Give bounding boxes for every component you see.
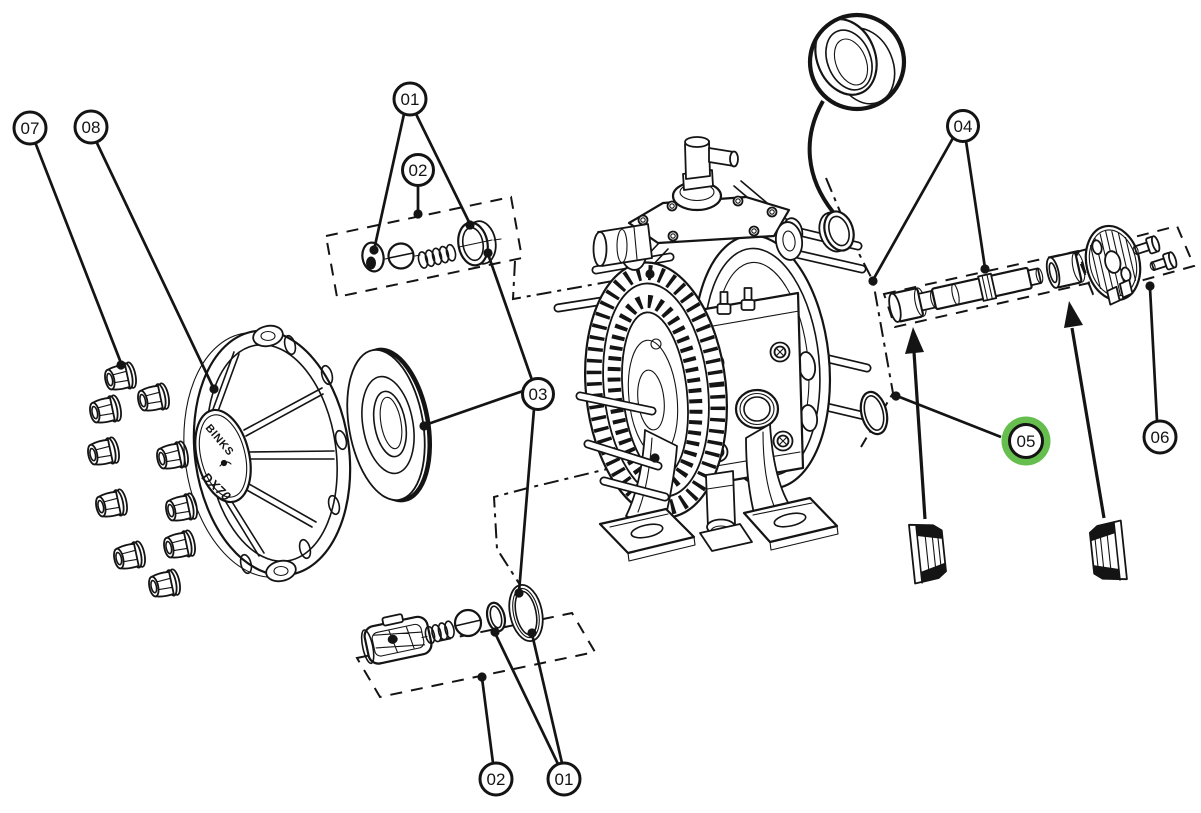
pump-body (553, 136, 874, 562)
upper-check-valve-parts (361, 220, 502, 273)
air-valve-plate (1084, 224, 1142, 306)
callout-02-bottom[interactable]: 02 (478, 761, 514, 797)
callout-02-top[interactable]: 02 (401, 153, 435, 187)
outlet-fitting (592, 223, 653, 267)
svg-text:01: 01 (401, 90, 420, 109)
fluid-cover: BINKS DX70 (183, 324, 352, 583)
centerline-lower-valve (492, 458, 650, 589)
flange-nut (110, 539, 148, 574)
plate-screw (1149, 251, 1178, 272)
svg-text:06: 06 (1151, 428, 1170, 447)
svg-text:05: 05 (1017, 432, 1036, 451)
callout-01-top[interactable]: 01 (392, 81, 428, 117)
valve-seat (457, 220, 502, 267)
leader-01-bottom-b (530, 633, 564, 764)
leader-01-bottom-a (493, 632, 560, 765)
callouts: 07 08 01 02 03 04 05 06 02 01 (12, 81, 1178, 797)
cover-spokes (211, 351, 335, 557)
rear-foot (699, 523, 753, 552)
leader-dots (116, 209, 1155, 682)
pump-feet (598, 423, 839, 562)
bushing-left (908, 523, 947, 585)
seal-detail-view (807, 12, 907, 214)
callout-03[interactable]: 03 (521, 377, 555, 411)
leader-02-bottom (480, 677, 495, 764)
leader-lines (33, 113, 1159, 765)
large-o-ring (508, 584, 544, 642)
air-valve-plate-assembly (1084, 224, 1178, 306)
callout-04[interactable]: 04 (946, 109, 980, 143)
cover-bolt-holes (239, 334, 348, 575)
small-o-ring (485, 601, 507, 633)
diaphragm (346, 347, 433, 503)
svg-text:02: 02 (409, 161, 428, 180)
dashed-box-air-plate (1074, 224, 1196, 296)
flange-nut (134, 381, 172, 416)
flange-nut (84, 435, 122, 470)
dashed-box-shaft (882, 249, 1091, 329)
callout-06[interactable]: 06 (1142, 419, 1178, 455)
cover-top-ear (252, 324, 284, 348)
flange-nut (92, 487, 130, 522)
leader-01-top-a (372, 113, 406, 251)
centerline-upper-valve (511, 260, 647, 301)
air-inlet-fitting (682, 136, 739, 191)
o-ring (859, 390, 889, 436)
valve-spring (417, 243, 457, 269)
flange-nut (86, 393, 124, 428)
leader-04-a (871, 137, 955, 281)
svg-text:08: 08 (82, 118, 101, 137)
flange-nut (145, 567, 183, 602)
valve-stop (360, 613, 433, 665)
leader-03-a (424, 389, 524, 427)
leader-03-c (517, 408, 536, 593)
cover-bottom-ear (265, 559, 297, 583)
leader-03-b (486, 253, 534, 381)
plate-screw (1132, 235, 1161, 256)
leader-04-b (964, 140, 987, 269)
flange-nut (160, 528, 198, 563)
leader-07 (33, 141, 123, 364)
hinge-boss-right (774, 221, 804, 261)
cover-logo-boss (194, 408, 252, 504)
leader-05 (896, 394, 1002, 439)
lower-check-valve-parts (360, 584, 544, 665)
bushing-right (1088, 519, 1128, 581)
shaft-assembly (888, 251, 1086, 323)
callout-05-selected[interactable]: 05 (1001, 416, 1051, 466)
flange-nut (162, 491, 200, 526)
detail-pointer-curve (807, 100, 835, 214)
callout-07[interactable]: 07 (12, 110, 48, 146)
leader-06 (1148, 287, 1159, 422)
leader-01-top-b (414, 113, 472, 225)
block-bolt (769, 341, 791, 363)
callout-08[interactable]: 08 (73, 109, 109, 145)
flange-nuts-group (84, 360, 200, 602)
leader-08 (94, 140, 215, 388)
block-bolt (772, 430, 794, 452)
svg-text:01: 01 (555, 770, 574, 789)
shaft-seal (818, 210, 855, 253)
svg-text:03: 03 (529, 385, 548, 404)
arrow-bushing-left (905, 327, 927, 520)
svg-text:07: 07 (21, 119, 40, 138)
dashed-box-upper-valve (324, 195, 524, 299)
svg-text:04: 04 (954, 117, 973, 136)
svg-text:02: 02 (487, 770, 506, 789)
arrow-bushing-right (1064, 301, 1106, 519)
callout-01-bottom[interactable]: 01 (546, 761, 582, 797)
tie-rods-front (575, 391, 670, 502)
air-port (734, 388, 780, 430)
valve-spring (421, 620, 464, 645)
